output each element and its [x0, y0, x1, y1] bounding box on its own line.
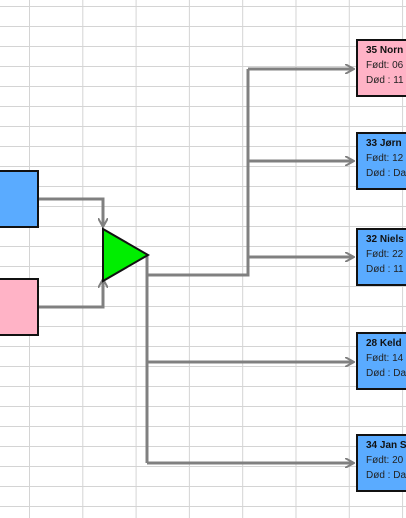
child-name: 35 Norn — [366, 45, 404, 56]
marriage-triangle[interactable] — [102, 227, 150, 283]
child-died: Død : Da — [366, 470, 406, 481]
child-born: Født: 20 — [366, 455, 404, 466]
child-name: 32 Niels — [366, 234, 404, 245]
child-card-1[interactable]: 35 Norn Født: 06 Død : 11 — [356, 39, 406, 97]
child-name: 33 Jørn — [366, 138, 402, 149]
mother-card[interactable]: , — [0, 278, 39, 336]
child-card-3[interactable]: 32 Niels Født: 22 Død : 11 — [356, 228, 406, 286]
father-connector — [38, 197, 103, 226]
child-born: Født: 12 — [366, 153, 404, 164]
child-card-5[interactable]: 34 Jan S Født: 20 Død : Da — [356, 434, 406, 492]
child-name: 28 Keld — [366, 338, 402, 349]
father-card[interactable] — [0, 170, 39, 228]
child-born: Født: 06 — [366, 60, 404, 71]
child-connector-trunk — [145, 69, 250, 277]
child-died: Død : 11 — [366, 264, 404, 275]
child-died: Død : Da — [366, 368, 406, 379]
child-died: Død : 11 — [366, 75, 404, 86]
mother-card-text-fragment: , — [0, 318, 1, 328]
mother-connector — [38, 280, 103, 309]
child-card-4[interactable]: 28 Keld Født: 14 Død : Da — [356, 332, 406, 390]
child-born: Født: 14 — [366, 353, 404, 364]
child-died: Død : Da — [366, 168, 406, 179]
child-card-2[interactable]: 33 Jørn Født: 12 Død : Da — [356, 132, 406, 190]
child-name: 34 Jan S — [366, 440, 406, 451]
child-born: Født: 22 — [366, 249, 404, 260]
